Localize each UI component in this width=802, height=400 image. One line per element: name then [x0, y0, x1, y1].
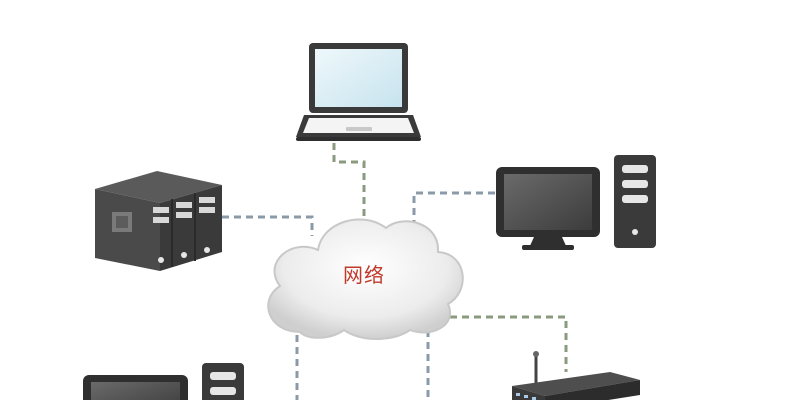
desktop-computer-icon [496, 155, 656, 250]
link-laptop-cloud [332, 143, 366, 216]
desktop-computer-bottom-left-icon [83, 363, 244, 400]
cloud-label: 网络 [343, 263, 385, 287]
laptop-icon [296, 43, 421, 141]
connection-lines [222, 143, 568, 400]
link-server-cloud [222, 215, 314, 236]
cloud-icon [267, 218, 464, 340]
router-icon [512, 351, 640, 400]
link-desktop-right-cloud [412, 191, 495, 232]
server-rack-icon [95, 171, 222, 271]
link-router-cloud [450, 315, 568, 372]
